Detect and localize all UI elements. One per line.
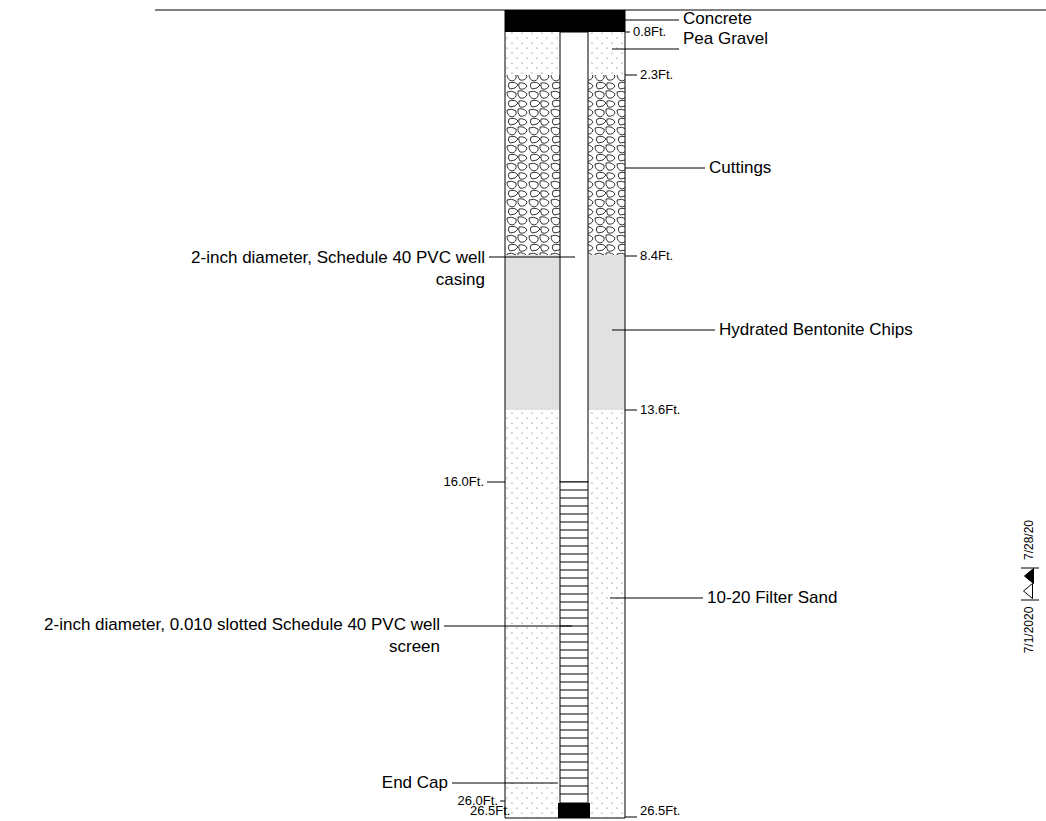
depth-label: 13.6Ft. [640,402,680,419]
material-label: Cuttings [709,157,771,179]
material-label: Hydrated Bentonite Chips [719,319,913,341]
casing-label: 2-inch diameter, Schedule 40 PVC well ca… [140,247,485,291]
depth-label: 2.3Ft. [640,67,673,84]
depth-label: 26.5Ft. [640,803,680,820]
water-level-date: 7/28/20 [1022,520,1038,560]
material-label: Concrete [683,8,752,30]
depth-label: 0.8Ft. [633,24,666,41]
depth-label: 26.5Ft. [470,803,510,820]
water-level-date: 7/1/2020 [1022,607,1038,654]
depth-label: 16.0Ft. [444,474,484,491]
material-label: 10-20 Filter Sand [707,587,837,609]
screen-label: 2-inch diameter, 0.010 slotted Schedule … [4,614,440,658]
depth-label: 8.4Ft. [640,248,673,265]
material-label: Pea Gravel [683,28,768,50]
end-cap-label: End Cap [382,772,448,794]
